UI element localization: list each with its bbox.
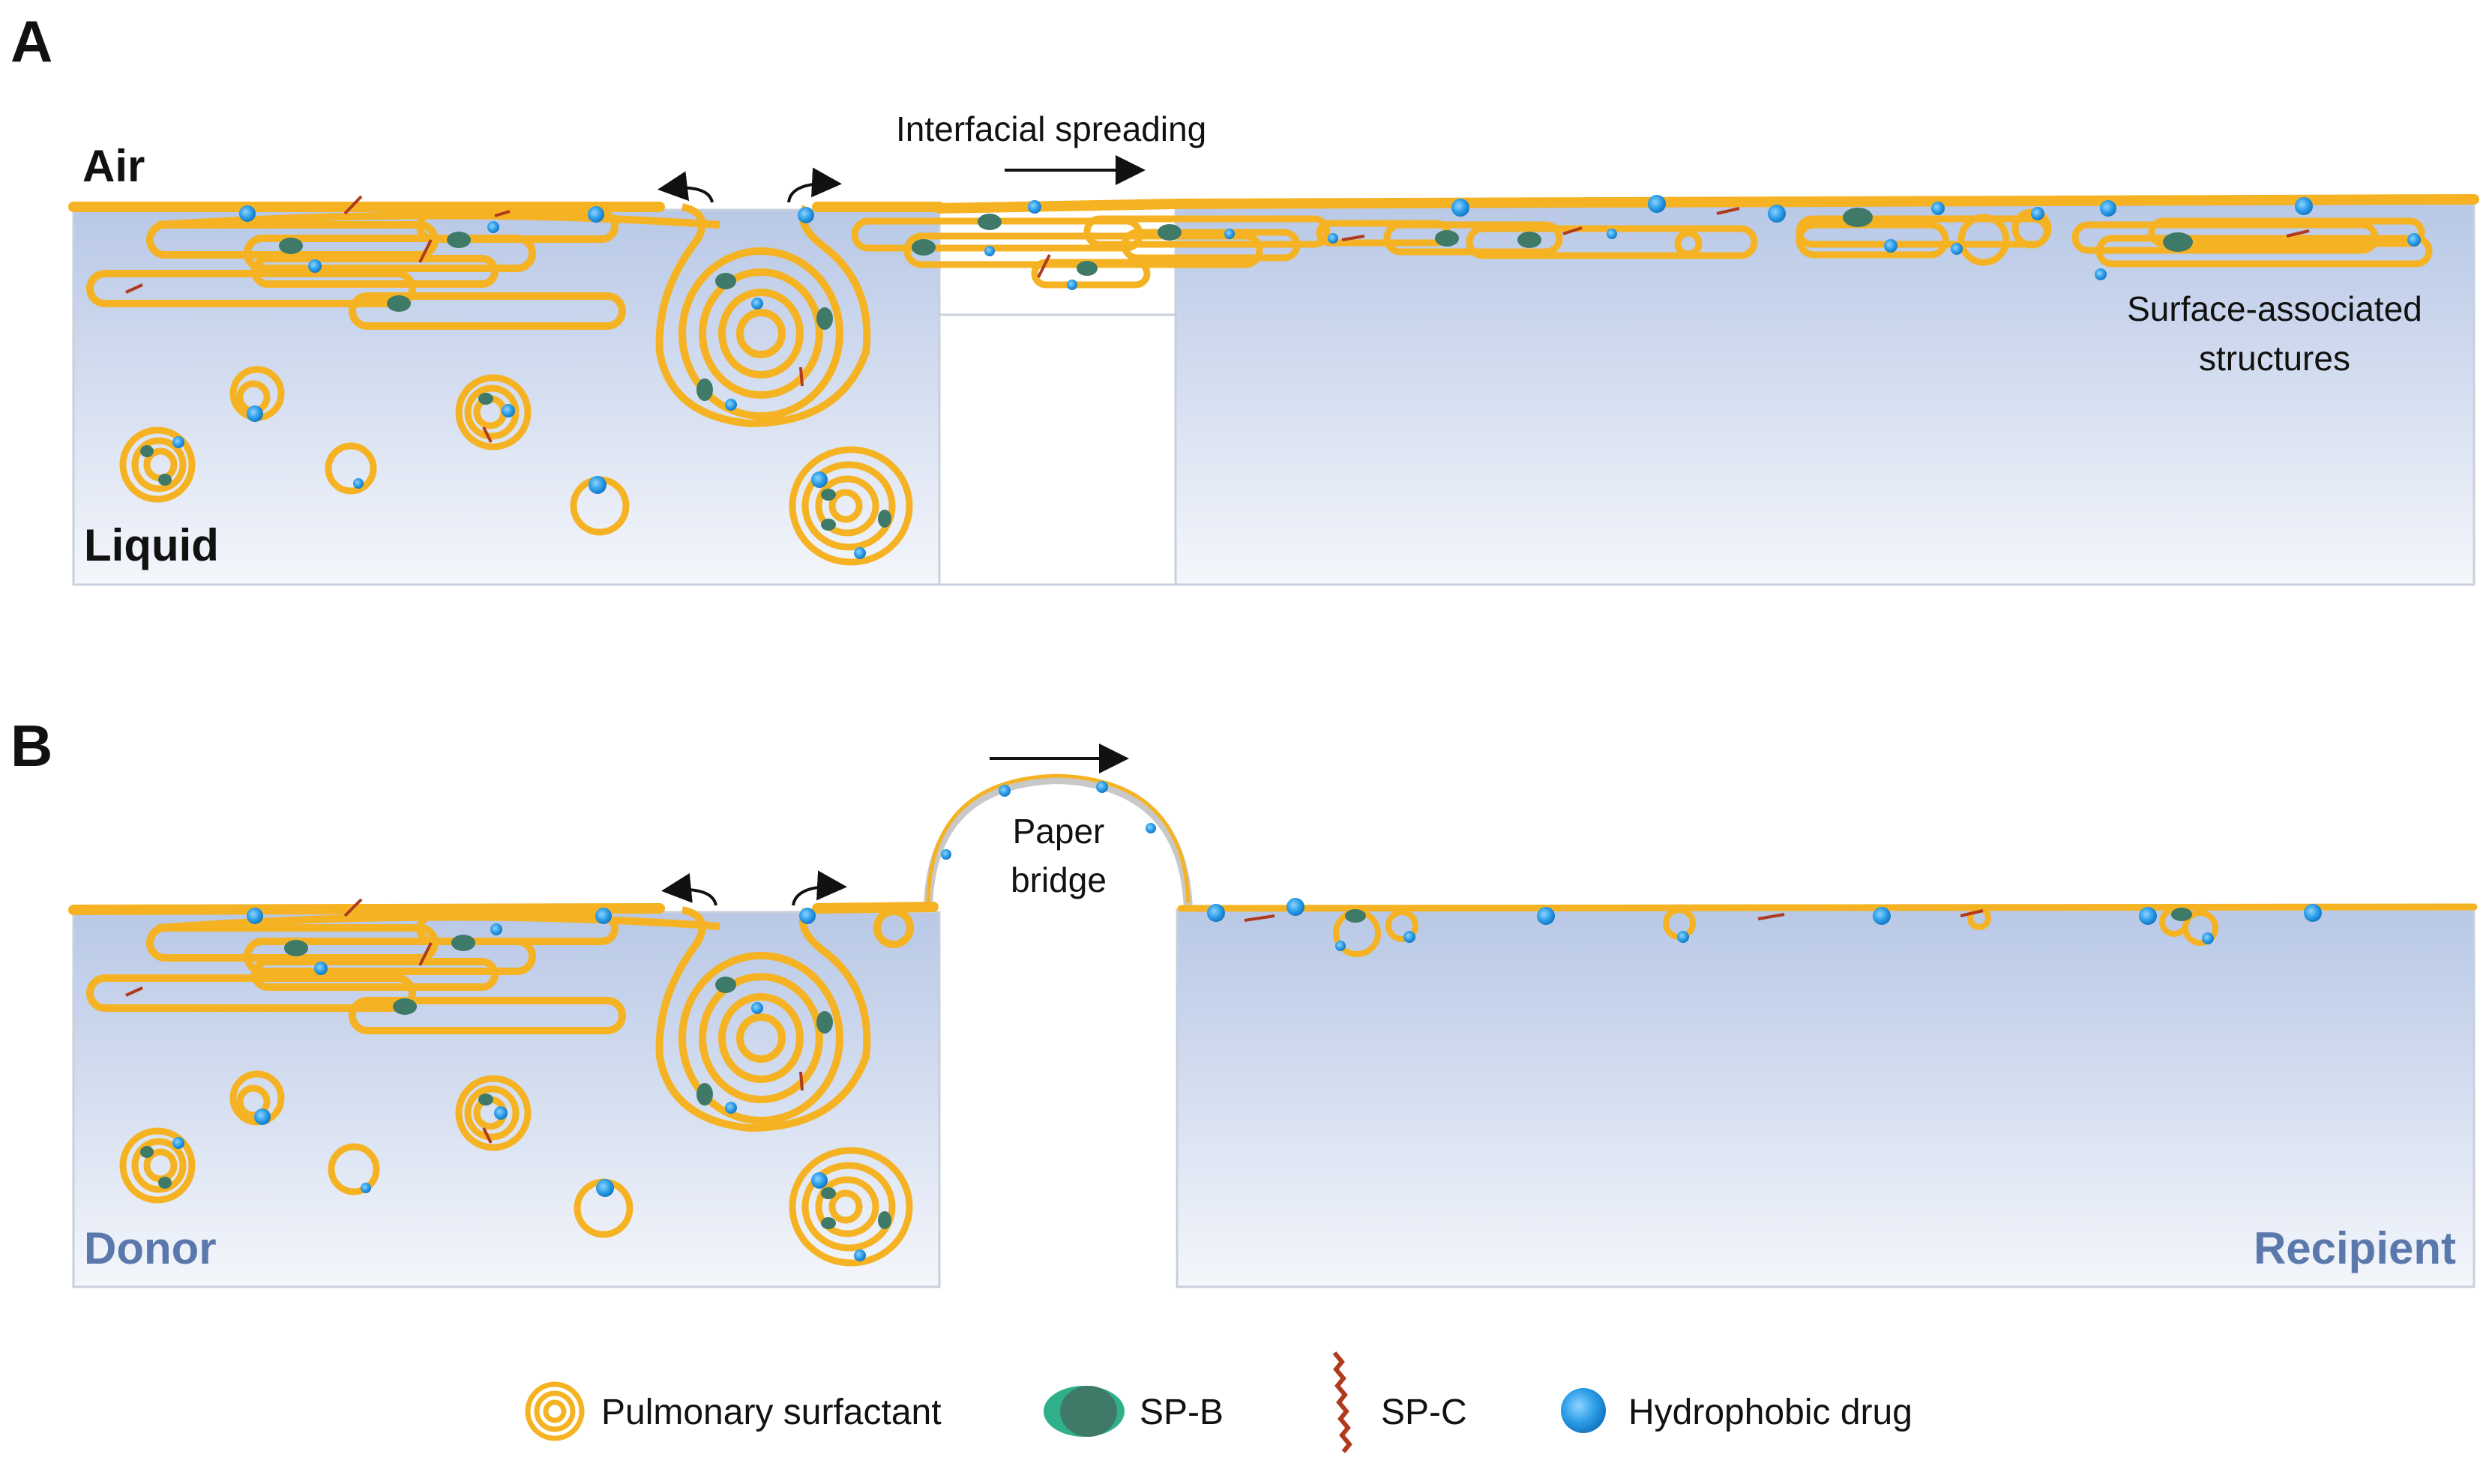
legend: Pulmonary surfactant SP-B SP-C Hydrophob…	[525, 1351, 1912, 1453]
donor-interface-film	[68, 902, 939, 915]
pulmonary-surfactant-icon	[525, 1381, 585, 1441]
hydrophobic-drug-icon	[1561, 1388, 1606, 1433]
bridge-label-line1: Paper	[1013, 812, 1105, 851]
recipient-surface-structures	[1333, 906, 2218, 957]
sp-c-proteins-b	[125, 898, 1984, 1144]
sp-b-proteins-b	[140, 908, 2192, 1229]
panel-letter-b: B	[10, 713, 52, 779]
legend-item-sp-b: SP-B	[1044, 1386, 1224, 1437]
air-liquid-interface-film	[68, 194, 2479, 214]
bridge-label-line2: bridge	[1011, 860, 1107, 899]
legend-label-sp-b: SP-B	[1140, 1393, 1224, 1432]
recipient-label: Recipient	[2254, 1223, 2456, 1273]
gap-wall	[938, 313, 1177, 586]
hydrophobic-drugs-a	[172, 195, 2421, 559]
panel-letter-a: A	[10, 8, 52, 74]
panel-a: A	[10, 8, 2479, 586]
donor-lamellar-body	[655, 906, 871, 1132]
surface-multilayer-left	[86, 210, 720, 330]
donor-surface-multilayer	[86, 908, 914, 1034]
panel-b: B	[10, 713, 2478, 1288]
legend-item-hydrophobic-drug: Hydrophobic drug	[1561, 1388, 1912, 1433]
curved-arrows-b	[661, 870, 847, 906]
paper-bridge-film	[926, 773, 1191, 904]
spreading-label: Interfacial spreading	[896, 109, 1206, 148]
donor-vesicles	[119, 1070, 913, 1267]
recipient-compartment	[1176, 908, 2476, 1288]
liquid-label: Liquid	[84, 520, 219, 570]
air-label: Air	[82, 141, 145, 191]
paper-bridge	[924, 774, 1193, 911]
right-liquid-compartment	[1174, 202, 2476, 586]
legend-label-hydrophobic-drug: Hydrophobic drug	[1628, 1393, 1912, 1432]
legend-label-pulmonary-surfactant: Pulmonary surfactant	[601, 1393, 942, 1432]
sp-c-proteins-a	[125, 195, 2310, 443]
legend-item-pulmonary-surfactant: Pulmonary surfactant	[525, 1381, 942, 1441]
donor-label: Donor	[84, 1223, 217, 1273]
legend-item-sp-c: SP-C	[1332, 1351, 1467, 1453]
sp-c-icon	[1332, 1351, 1352, 1453]
recipient-interface-film	[1177, 903, 2478, 912]
curved-arrows-a	[657, 167, 842, 203]
surface-structures-label-line1: Surface-associated	[2127, 289, 2422, 328]
lamellar-body-unfolding	[655, 203, 871, 428]
surface-structures-label-line2: structures	[2199, 339, 2350, 378]
legend-label-sp-c: SP-C	[1381, 1393, 1467, 1432]
sp-b-proteins-a	[140, 208, 2193, 531]
sp-b-icon	[1044, 1386, 1125, 1437]
hydrophobic-drugs-b	[172, 781, 2322, 1261]
